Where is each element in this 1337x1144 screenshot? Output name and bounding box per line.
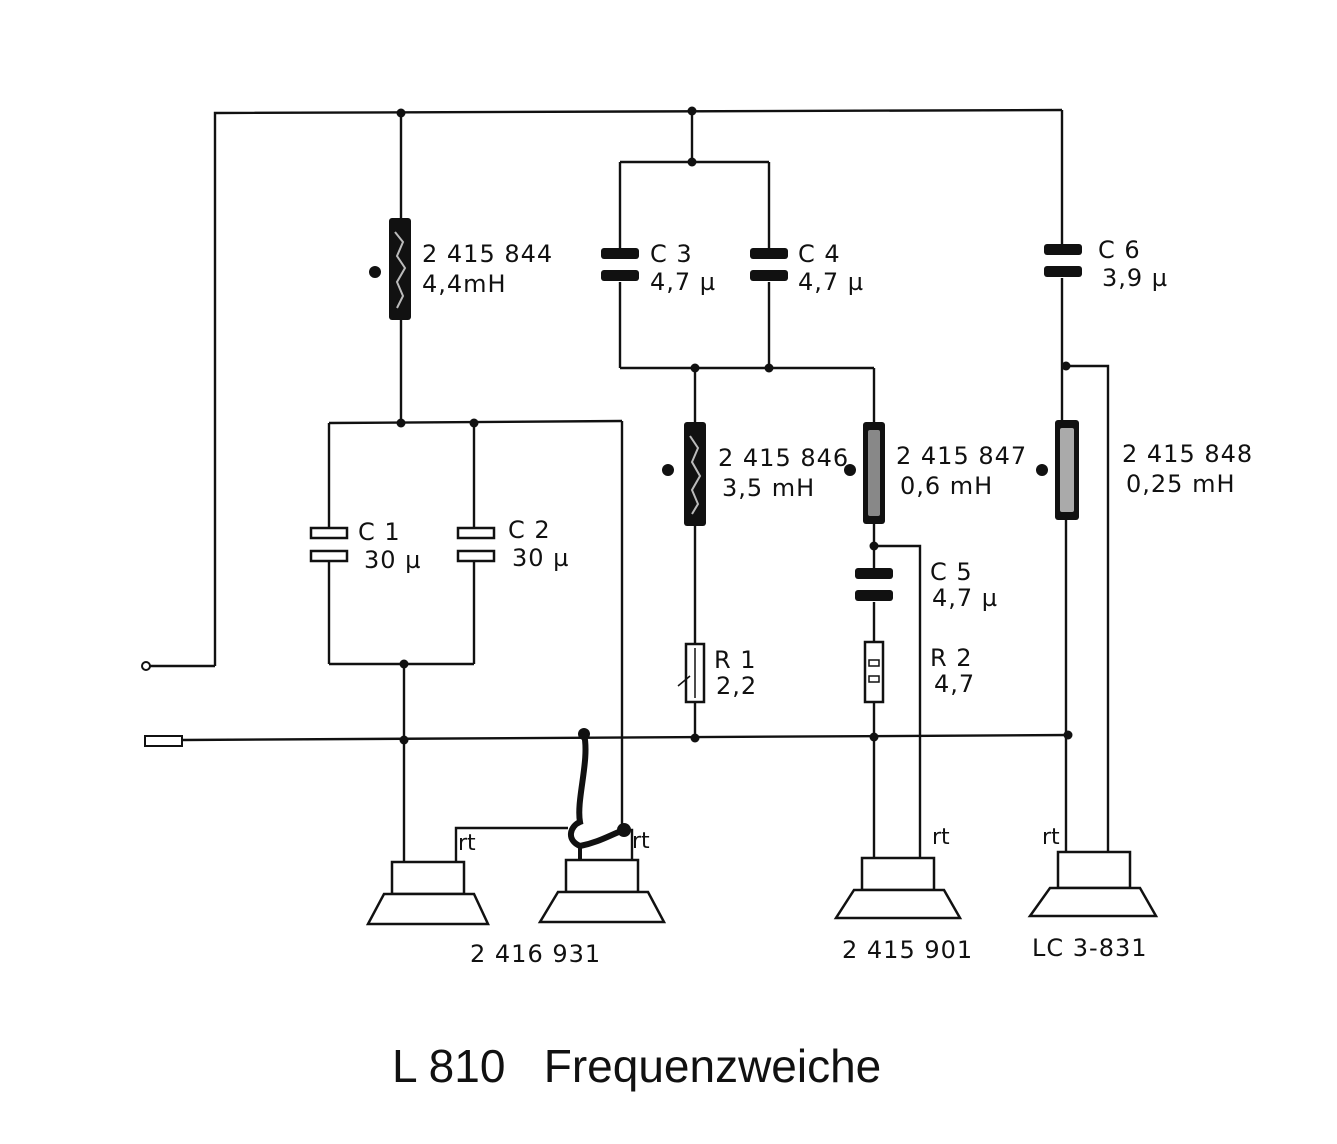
resistor-r1 bbox=[677, 642, 706, 704]
l2-value: 3,5 mH bbox=[722, 474, 815, 502]
inductor-l3 bbox=[844, 422, 885, 524]
c4-value: 4,7 µ bbox=[798, 268, 864, 296]
capacitor-c6 bbox=[1044, 244, 1082, 277]
c3-value: 4,7 µ bbox=[650, 268, 716, 296]
bridge-wire bbox=[568, 731, 627, 850]
speaker-woofer-1 bbox=[365, 860, 490, 926]
inductor-l2 bbox=[662, 422, 706, 526]
capacitor-c4 bbox=[750, 248, 788, 281]
r2-name: R 2 bbox=[930, 644, 973, 672]
c5-value: 4,7 µ bbox=[932, 584, 998, 612]
l2-part-number: 2 415 846 bbox=[718, 444, 849, 472]
r2-value: 4,7 bbox=[934, 670, 975, 698]
l3-part-number: 2 415 847 bbox=[896, 442, 1027, 470]
c1-value: 30 µ bbox=[364, 546, 421, 574]
tweeter-part-number: LC 3-831 bbox=[1032, 934, 1148, 962]
c5-name: C 5 bbox=[930, 558, 973, 586]
c6-value: 3,9 µ bbox=[1102, 264, 1168, 292]
capacitor-c2 bbox=[456, 526, 496, 563]
resistor-r2 bbox=[863, 640, 885, 704]
input-terminal-plus bbox=[141, 661, 151, 671]
woofer-part-number: 2 416 931 bbox=[470, 940, 601, 968]
speaker-tweeter bbox=[1027, 850, 1159, 918]
mid-part-number: 2 415 901 bbox=[842, 936, 973, 964]
diagram-title: L 810 Frequenzweiche bbox=[392, 1040, 881, 1092]
l3-value: 0,6 mH bbox=[900, 472, 993, 500]
c2-name: C 2 bbox=[508, 516, 551, 544]
inductor-l1 bbox=[369, 218, 411, 320]
c4-name: C 4 bbox=[798, 240, 841, 268]
l4-part-number: 2 415 848 bbox=[1122, 440, 1253, 468]
rt-mark-woofer-1: rt bbox=[458, 831, 476, 856]
speaker-mid bbox=[833, 856, 963, 920]
l1-part-number: 2 415 844 bbox=[422, 240, 553, 268]
r1-name: R 1 bbox=[714, 646, 757, 674]
capacitor-c5 bbox=[855, 568, 893, 601]
c1-name: C 1 bbox=[358, 518, 401, 546]
c3-name: C 3 bbox=[650, 240, 693, 268]
capacitor-c3 bbox=[601, 248, 639, 281]
capacitor-c1 bbox=[309, 526, 349, 563]
input-terminal-minus bbox=[144, 735, 183, 747]
junction-dots bbox=[396, 106, 1073, 837]
r1-value: 2,2 bbox=[716, 672, 757, 700]
c6-name: C 6 bbox=[1098, 236, 1141, 264]
l4-value: 0,25 mH bbox=[1126, 470, 1236, 498]
speaker-woofer-2 bbox=[537, 858, 667, 924]
rt-mark-mid: rt bbox=[932, 825, 950, 850]
inductor-l4 bbox=[1036, 420, 1079, 520]
l1-value: 4,4mH bbox=[422, 270, 507, 298]
rt-mark-woofer-2: rt bbox=[632, 829, 650, 854]
c2-value: 30 µ bbox=[512, 544, 569, 572]
rt-mark-tweeter: rt bbox=[1042, 825, 1060, 850]
